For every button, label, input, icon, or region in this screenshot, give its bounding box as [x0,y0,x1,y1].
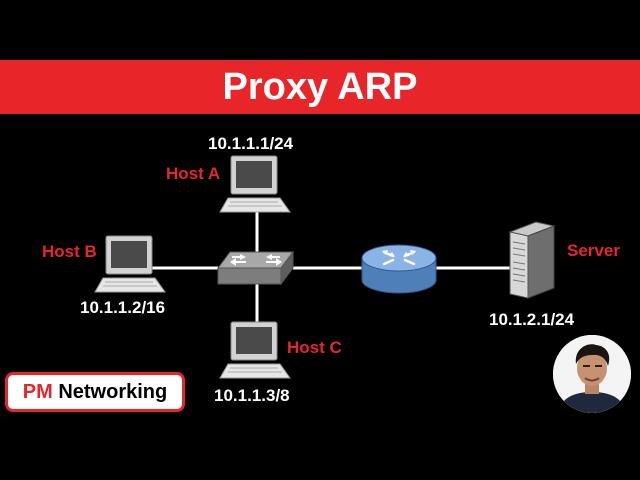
page-title: Proxy ARP [222,66,418,108]
host-b-name-label: Host B [42,242,97,261]
router-icon [361,244,437,294]
presenter-avatar [553,335,631,413]
host-b-computer-icon [94,235,166,293]
host-a-ip-label: 10.1.1.1/24 [208,134,294,153]
links [152,210,512,322]
host-a-name-label: Host A [166,164,221,183]
host-c-name-label: Host C [287,338,342,357]
title-banner [0,60,640,114]
server-name-label: Server [567,241,620,260]
brand-networking: Networking [52,381,168,403]
brand-pm: PM [22,381,53,403]
server-ip-label: 10.1.2.1/24 [489,310,575,329]
host-c-ip-label: 10.1.1.3/8 [214,386,290,405]
host-c-computer-icon [219,321,291,379]
server-icon [508,221,556,299]
host-b-ip-label: 10.1.1.2/16 [80,298,166,317]
brand-text: PM Networking [8,375,182,409]
switch-icon [217,250,294,286]
host-a-computer-icon [219,155,291,213]
brand-logo: PM Networking [5,372,185,412]
